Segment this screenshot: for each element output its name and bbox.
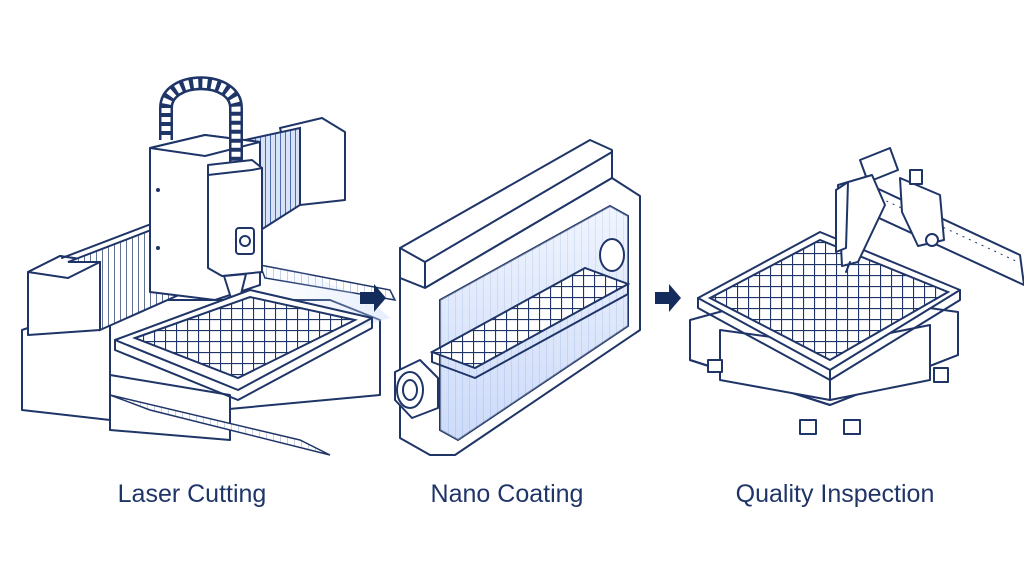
cut-grid bbox=[132, 295, 358, 380]
stand-foot bbox=[933, 367, 949, 383]
cable-carrier-links bbox=[161, 78, 241, 172]
spray-nozzle-right bbox=[599, 238, 625, 272]
laser-head bbox=[207, 159, 263, 277]
step-label-laser-cutting: Laser Cutting bbox=[117, 480, 267, 508]
inspected-grid bbox=[707, 238, 951, 362]
gantry-bolt bbox=[156, 188, 160, 192]
coating-chamber-illustration bbox=[394, 139, 641, 456]
stand-foot bbox=[707, 359, 723, 373]
arrow-right-icon bbox=[360, 284, 386, 312]
step-label-nano-coating: Nano Coating bbox=[430, 480, 584, 508]
stand-foot bbox=[843, 419, 861, 435]
work-bed-edge bbox=[114, 317, 373, 401]
caliper-icon bbox=[835, 147, 1024, 286]
stand-foot bbox=[799, 419, 817, 435]
inspection-illustration bbox=[689, 147, 1024, 435]
caliper-jaw-top bbox=[859, 147, 899, 183]
arrow-right-icon bbox=[655, 284, 681, 312]
caliper-thumbscrew bbox=[909, 169, 923, 185]
gantry-bolt bbox=[156, 246, 160, 250]
laser-cutter-illustration bbox=[21, 76, 397, 456]
machine-base-front bbox=[109, 374, 231, 441]
step-label-quality-inspection: Quality Inspection bbox=[735, 480, 935, 508]
caliper-jaw bbox=[837, 174, 886, 267]
conveyor-rail-front bbox=[109, 394, 331, 456]
